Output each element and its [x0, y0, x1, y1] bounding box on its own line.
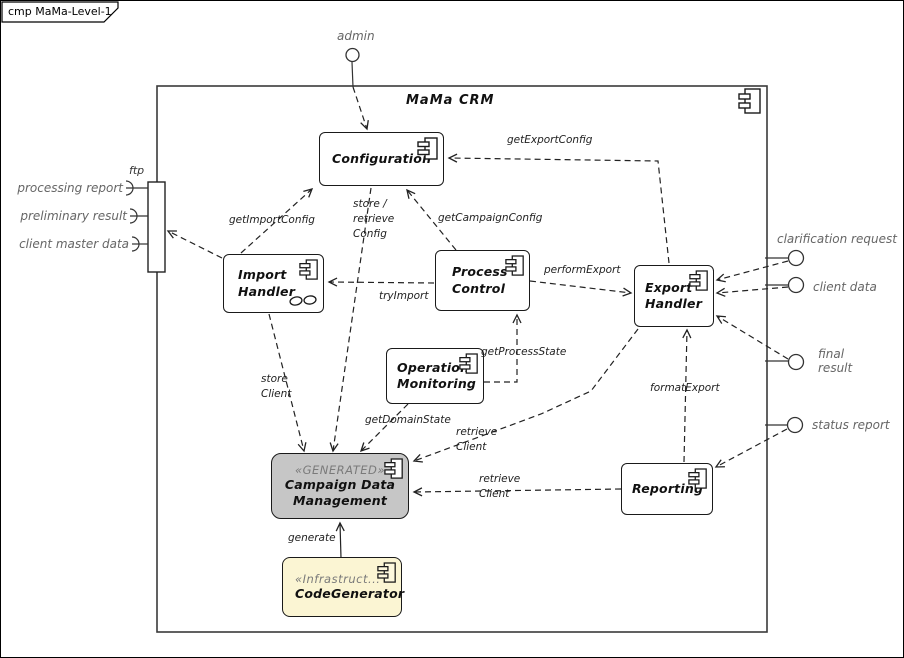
component-configuration[interactable]: Configuration [319, 132, 444, 186]
edge-label-retrieve-client-reporting: retrieve Client [479, 473, 521, 501]
component-operations-monitoring[interactable]: Operations Monitoring [386, 348, 484, 404]
edge-label-get-export-config: getExportConfig [507, 134, 593, 146]
edge-label-generate: generate [288, 532, 336, 544]
admin-port-circle[interactable] [345, 47, 360, 63]
edge-get-domain-state[interactable] [359, 403, 409, 453]
glasses-icon [289, 295, 317, 306]
edge-get-import-config[interactable] [240, 188, 314, 254]
component-operations-monitoring-name: Operations Monitoring [397, 359, 477, 391]
port-label-client-master-data: client master data [19, 237, 129, 251]
component-import-handler-name: Import Handler [238, 267, 296, 299]
edge-admin-configuration[interactable] [352, 86, 369, 131]
edge-clarification-export[interactable] [715, 260, 789, 283]
edge-store-client[interactable] [268, 313, 307, 453]
component-icon [689, 270, 708, 291]
component-process-control-name: Process Control [452, 264, 508, 296]
component-export-handler-name: Export Handler [645, 279, 703, 311]
edge-label-get-campaign-config: getCampaignConfig [438, 212, 543, 224]
port-label-status-report: status report [812, 418, 890, 432]
socket-preliminary-result[interactable] [129, 208, 138, 224]
edge-label-store-client: store Client [261, 373, 292, 401]
edge-label-get-process-state: getProcessState [481, 346, 567, 358]
component-code-generator[interactable]: «Infrastruct... CodeGenerator [282, 557, 405, 617]
edge-finalresult-export[interactable] [715, 315, 789, 360]
component-campaign-data-management-name: Campaign Data Management [284, 476, 396, 508]
ftp-port[interactable] [147, 181, 166, 273]
edge-generate[interactable] [335, 521, 345, 559]
frame-component-icon [738, 88, 761, 114]
component-icon [384, 458, 403, 479]
edge-label-store-retrieve-config: store / retrieve Config [353, 198, 395, 241]
component-code-generator-name: CodeGenerator [295, 585, 405, 601]
port-label-clarification-request: clarification request [777, 232, 897, 246]
port-label-client-data: client data [813, 280, 877, 294]
mama-crm-frame[interactable] [156, 85, 768, 633]
edge-try-import[interactable] [327, 277, 435, 287]
edge-label-perform-export: performExport [544, 264, 621, 276]
edge-import-ftp[interactable] [166, 230, 223, 259]
edge-label-retrieve-client-export: retrieve Client [456, 426, 498, 454]
stereotype-infrastructure: «Infrastruct... [295, 571, 381, 586]
admin-label: admin [337, 29, 375, 43]
component-icon [417, 137, 438, 160]
component-campaign-data-management[interactable]: «GENERATED» Campaign Data Management [271, 453, 409, 519]
interface-client-data[interactable] [787, 276, 805, 294]
edge-get-campaign-config[interactable] [406, 188, 457, 251]
diagram-tab [1, 1, 119, 23]
component-icon [688, 468, 707, 489]
edge-statusreport-reporting[interactable] [714, 428, 788, 468]
edge-label-try-import: tryImport [379, 290, 429, 302]
edge-get-process-state[interactable] [484, 313, 522, 383]
edge-retrieve-client-reporting[interactable] [412, 487, 622, 497]
port-label-processing-report: processing report [17, 181, 123, 195]
component-reporting[interactable]: Reporting [621, 463, 713, 515]
interface-status-report[interactable] [786, 416, 804, 434]
component-export-handler[interactable]: Export Handler [634, 265, 714, 327]
component-process-control[interactable]: Process Control [435, 250, 530, 311]
edge-clientdata-export[interactable] [715, 286, 789, 297]
socket-processing-report[interactable] [125, 180, 134, 196]
interface-final-result[interactable] [787, 353, 805, 371]
component-icon [377, 562, 396, 583]
frame-title: MaMa CRM [406, 93, 495, 108]
admin-stub [351, 61, 354, 88]
diagram-tab-label: cmp MaMa-Level-1 [8, 5, 112, 18]
component-import-handler[interactable]: Import Handler [223, 254, 324, 313]
component-icon [299, 259, 318, 280]
component-icon [459, 353, 478, 374]
edge-label-get-domain-state: getDomainState [365, 414, 451, 426]
stereotype-generated: «GENERATED» [295, 462, 385, 477]
edge-get-export-config[interactable] [447, 153, 670, 264]
edge-label-format-export: formatExport [650, 382, 720, 394]
component-configuration-name: Configuration [332, 150, 432, 166]
edge-retrieve-client-export[interactable] [412, 328, 639, 463]
edge-perform-export[interactable] [529, 280, 633, 297]
ftp-label: ftp [129, 164, 145, 177]
port-label-final-result: final result [818, 347, 853, 375]
edge-label-get-import-config: getImportConfig [229, 214, 315, 226]
socket-client-master-data[interactable] [131, 236, 140, 252]
port-label-preliminary-result: preliminary result [20, 209, 127, 223]
interface-clarification-request[interactable] [787, 249, 805, 267]
edge-store-retrieve-config[interactable] [329, 187, 372, 453]
edge-format-export[interactable] [682, 328, 692, 463]
component-icon [505, 255, 524, 276]
component-reporting-name: Reporting [632, 480, 704, 496]
